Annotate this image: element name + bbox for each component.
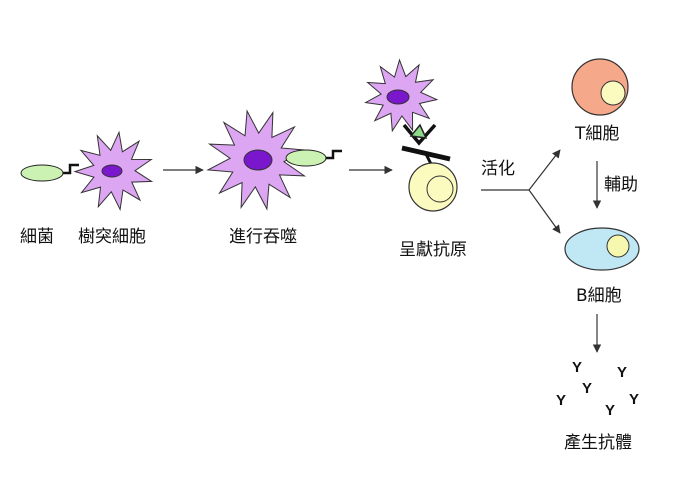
dendritic-cell-phagocytosis	[206, 109, 342, 211]
activation-label: 活化	[481, 159, 515, 179]
antibody: Y	[556, 392, 566, 409]
dendritic-cell-label: 樹突細胞	[78, 227, 146, 247]
activation-branch	[481, 149, 561, 234]
antibodies: Y Y Y Y Y Y	[556, 359, 639, 419]
antigen-presentation-label: 呈獻抗原	[399, 240, 467, 260]
b-cell	[564, 227, 640, 271]
bacteria-label: 細菌	[20, 227, 54, 247]
antigen-presenting-complex	[364, 58, 458, 212]
t-cell-label: T細胞	[574, 124, 619, 144]
dendritic-cell-small	[73, 130, 154, 212]
antibody: Y	[629, 391, 639, 408]
antibody: Y	[617, 364, 627, 381]
b-cell-label: B細胞	[576, 286, 622, 306]
antibody-production-label: 產生抗體	[564, 433, 632, 453]
antibody: Y	[582, 380, 592, 397]
phagocytosis-label: 進行吞噬	[229, 227, 297, 247]
antibody: Y	[605, 402, 615, 419]
t-cell	[571, 58, 629, 116]
help-label: 輔助	[604, 175, 638, 195]
bacteria-cell	[20, 163, 79, 182]
antibody: Y	[572, 359, 582, 376]
